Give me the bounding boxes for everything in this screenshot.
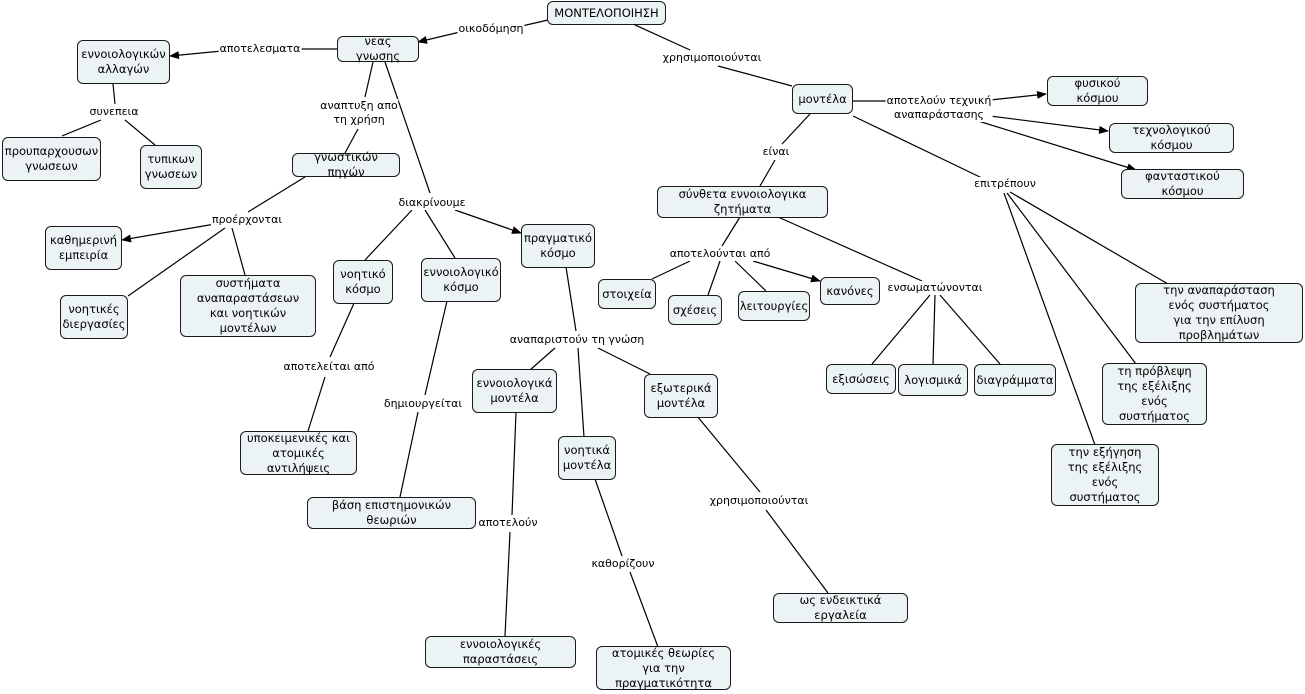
- link-xrisimopoiountai-mid: χρησιμοποιούνται: [708, 494, 810, 508]
- concept-vasi-epistimonikon-theorion[interactable]: βάση επιστημονικών θεωριών: [307, 497, 476, 529]
- concept-ennoiologiko-kosmo[interactable]: εννοιολογικό κόσμο: [421, 258, 501, 302]
- link-apoteleitai-apo: αποτελείται από: [282, 360, 376, 374]
- link-apoteloun: αποτελούν: [477, 516, 539, 530]
- concept-diagrammata[interactable]: διαγράμματα: [974, 364, 1056, 396]
- concept-kanones[interactable]: κανόνες: [820, 277, 880, 305]
- concept-exoterika-montela[interactable]: εξωτερικά μοντέλα: [644, 374, 718, 418]
- concept-modelopoiisi[interactable]: ΜΟΝΤΕΛΟΠΟΙΗΣΗ: [547, 1, 666, 25]
- concept-pragmatiko-kosmo[interactable]: πραγματικό κόσμο: [521, 224, 595, 268]
- link-einai: είναι: [761, 145, 791, 159]
- link-epitrepoun: επιτρέπουν: [973, 177, 1037, 191]
- concept-provlepsi-exelixis[interactable]: τη πρόβλεψη της εξέλιξης ενός συστήματος: [1102, 363, 1207, 425]
- concept-noitiko-kosmo[interactable]: νοητικό κόσμο: [333, 260, 393, 304]
- concept-ennoiologikon-allagon[interactable]: εννοιολογικών αλλαγών: [77, 40, 170, 84]
- concept-anaparastasi-systimatos[interactable]: την αναπαράσταση ενός συστήματος για την…: [1135, 283, 1303, 343]
- concept-exisoseis[interactable]: εξισώσεις: [826, 364, 896, 394]
- concept-proyparxouson-gnoseon[interactable]: προυπαρχουσων γνωσεων: [2, 137, 101, 181]
- concept-noitikes-diergasies[interactable]: νοητικές διεργασίες: [60, 295, 128, 339]
- concept-exigisi-exelixis[interactable]: την εξήγηση της εξέλιξης ενός συστήματος: [1051, 444, 1159, 506]
- concept-montela[interactable]: μοντέλα: [792, 84, 853, 114]
- concept-stoixeia[interactable]: στοιχεία: [598, 279, 656, 309]
- concept-systimata-anaparastaseon[interactable]: συστήματα αναπαραστάσεων και νοητικών μο…: [180, 275, 316, 337]
- link-anaparistoun: αναπαριστούν τη γνώση: [508, 333, 646, 347]
- concept-atomikes-theories[interactable]: ατομικές θεωρίες για την πραγματικότητα: [596, 646, 731, 690]
- link-apoteloun-apo: αποτελούνται από: [668, 247, 772, 261]
- concept-typikon-gnoseon[interactable]: τυπικων γνωσεων: [140, 145, 202, 189]
- link-dimiourgeitai: δημιουργείται: [382, 397, 464, 411]
- concept-neas-gnosis[interactable]: νεας γνωσης: [337, 34, 419, 63]
- link-kathorizoun: καθορίζουν: [590, 557, 656, 571]
- concept-fysikou-kosmou[interactable]: φυσικού κόσμου: [1047, 76, 1148, 106]
- concept-kathimerini-empeiria[interactable]: καθημερινή εμπειρία: [45, 226, 122, 270]
- link-diakrinoume: διακρίνουμε: [397, 196, 467, 210]
- concept-logismika[interactable]: λογισμικά: [898, 364, 968, 396]
- link-synepeia: συνεπεια: [88, 105, 140, 119]
- link-oikodomisi: οικοδόμηση: [457, 22, 525, 36]
- link-xrisimopoiountai-top: χρησιμοποιούνται: [661, 51, 763, 65]
- link-apotelesmata: αποτελεσματα: [218, 42, 302, 56]
- concept-noitika-montela[interactable]: νοητικά μοντέλα: [558, 436, 616, 480]
- concept-ennoiologika-montela[interactable]: εννοιολογικά μοντέλα: [472, 369, 557, 413]
- link-apoteloun-texniki: αποτελούν τεχνική αναπαράστασης: [885, 94, 993, 122]
- link-ensomatonontai: ενσωματώνονται: [886, 281, 984, 295]
- concept-sxeseis[interactable]: σχέσεις: [668, 295, 722, 325]
- concept-gnostikon-pigon[interactable]: γνωστικών πηγών: [292, 150, 400, 179]
- concept-fantastikou-kosmou[interactable]: φανταστικού κόσμου: [1121, 169, 1244, 199]
- link-proerxontai: προέρχονται: [210, 213, 284, 227]
- concept-ennoiologikes-parastaseis[interactable]: εννοιολογικές παραστάσεις: [425, 636, 576, 668]
- concept-leitourgies[interactable]: λειτουργίες: [738, 291, 810, 321]
- concept-endeiktika-ergaleia[interactable]: ως ενδεικτικά εργαλεία: [773, 593, 908, 623]
- link-anaptyxi-xrisi: αναπτυξη απο τη χρήση: [319, 99, 399, 127]
- concept-technologikou-kosmou[interactable]: τεχνολογικού κόσμου: [1109, 123, 1234, 153]
- concept-syntheta-zitimata[interactable]: σύνθετα εννοιολογικα ζητήματα: [657, 186, 828, 218]
- concept-ypokeimenikes-antilipseis[interactable]: υποκειμενικές και ατομικές αντιλήψεις: [240, 431, 357, 475]
